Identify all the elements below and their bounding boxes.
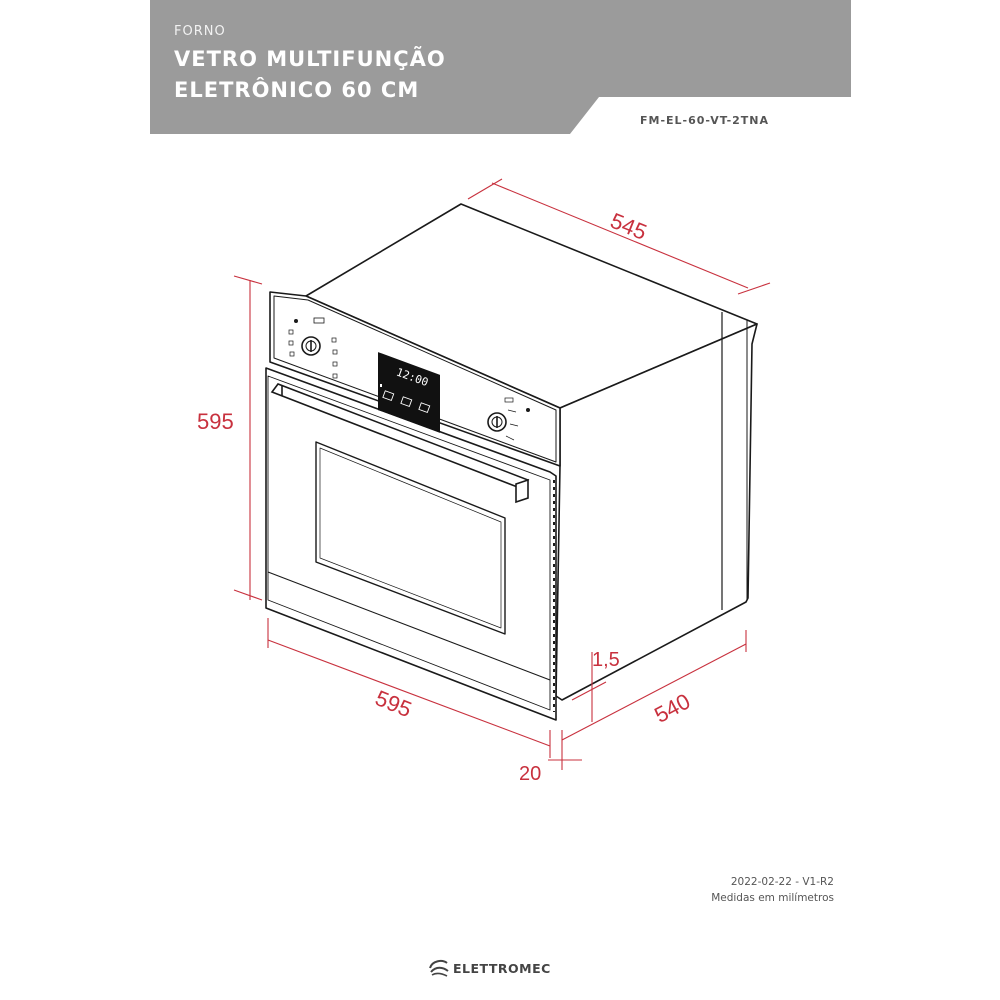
brand-name: ELETTROMEC xyxy=(453,960,551,976)
temperature-knob xyxy=(487,397,530,441)
header-band xyxy=(150,0,851,134)
oven-side-face xyxy=(555,323,758,701)
brand-mark-icon xyxy=(429,959,449,977)
header-band-shape xyxy=(150,0,851,134)
dim-panel-gap-label: 1,5 xyxy=(592,649,620,671)
door-handle xyxy=(270,383,530,504)
dim-depth-bottom-label: 540 xyxy=(650,688,694,727)
oven-window xyxy=(315,441,506,635)
dim-depth-top-label: 545 xyxy=(607,208,650,245)
dimension-lines xyxy=(233,178,771,770)
product-category: FORNO xyxy=(174,24,226,39)
revision-info: 2022-02-22 - V1-R2 xyxy=(730,876,834,888)
product-title-line2: ELETRÔNICO 60 CM xyxy=(174,78,420,102)
dim-door-thickness-label: 20 xyxy=(519,763,541,785)
oven-body xyxy=(265,203,758,721)
digital-display: 12:00 xyxy=(378,352,440,433)
dim-height-label: 595 xyxy=(197,409,234,434)
brand-logo: ELETTROMEC xyxy=(428,958,551,978)
product-title-line1: VETRO MULTIFUNÇÃO xyxy=(174,47,446,71)
dim-width-label: 595 xyxy=(372,685,415,722)
model-code: FM-EL-60-VT-2TNA xyxy=(640,114,770,127)
function-knob xyxy=(288,317,338,379)
units-note: Medidas em milímetros xyxy=(711,892,834,904)
